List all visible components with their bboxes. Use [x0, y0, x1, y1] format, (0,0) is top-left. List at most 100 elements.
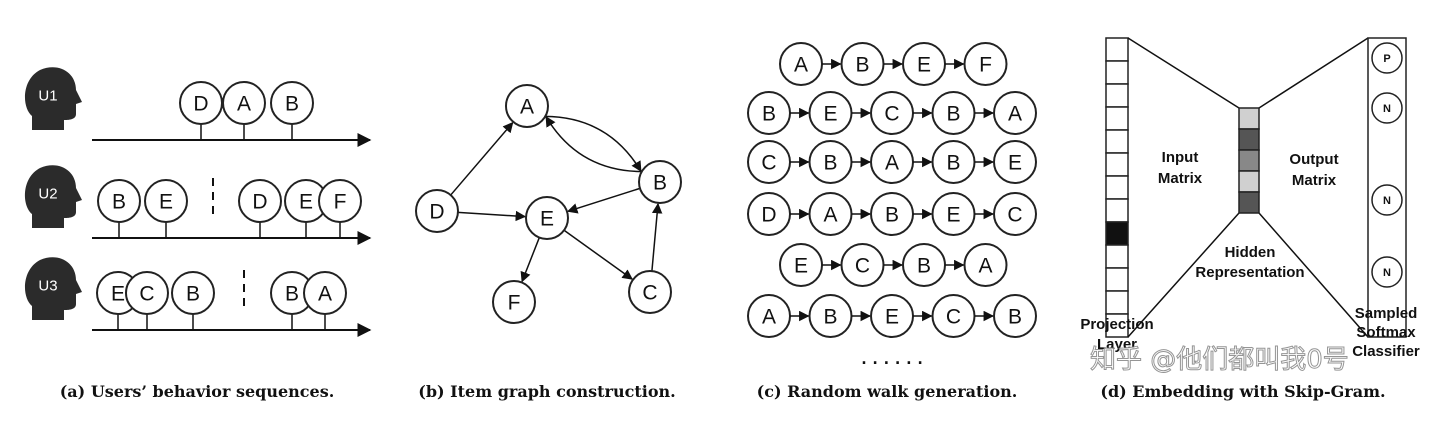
item-bubble-circle: [238, 179, 282, 223]
item-bubble: A: [303, 271, 347, 315]
user-head-icon: U2: [24, 165, 83, 228]
projection-cell: [1105, 313, 1129, 338]
walk-node-circle: [993, 91, 1037, 135]
user-head-shape: [24, 257, 83, 320]
user-head-icon: U3: [24, 257, 83, 320]
walk-node-label: F: [979, 54, 992, 77]
projection-cell: [1105, 290, 1129, 315]
edge-E-C: [563, 229, 633, 280]
item-bubble-circle: [171, 271, 215, 315]
caption-b: (b) Item graph construction.: [418, 382, 675, 401]
panel-skip-gram: PNNNInputMatrixOutputMatrixHiddenReprese…: [1080, 37, 1420, 360]
projection-layer-label: Layer: [1097, 336, 1137, 353]
walk-node-label: B: [946, 152, 960, 175]
walk-node: A: [993, 91, 1037, 135]
edge-A-B: [545, 115, 642, 172]
walk-node-label: A: [794, 54, 808, 77]
softmax-node-circle: [1371, 256, 1403, 288]
output-matrix-label: Matrix: [1292, 172, 1337, 189]
graph-node-A-circle: [505, 84, 549, 128]
hidden-cell: [1238, 107, 1260, 130]
user-label: U2: [38, 186, 57, 203]
item-bubble-circle: [144, 179, 188, 223]
walk-node-label: C: [884, 103, 899, 126]
graph-node-F-circle: [492, 280, 536, 324]
softmax-node: N: [1371, 256, 1403, 288]
walk-node: E: [870, 294, 914, 338]
item-bubble: D: [238, 179, 282, 223]
projection-cell: [1105, 60, 1129, 85]
graph-node-D-label: D: [429, 201, 444, 224]
softmax-node-circle: [1371, 42, 1403, 74]
edge-B-E: [566, 187, 641, 214]
walk-node-label: B: [917, 255, 931, 278]
walk-node: B: [808, 294, 853, 338]
walk-node: B: [808, 140, 853, 184]
softmax-node-label: N: [1383, 103, 1391, 115]
softmax-node: N: [1371, 92, 1403, 124]
softmax-node-label: N: [1383, 267, 1391, 279]
item-bubble-circle: [318, 179, 362, 223]
graph-node-B: B: [638, 160, 682, 204]
walk-node: B: [840, 42, 885, 86]
walk-node-label: C: [946, 306, 961, 329]
projection-cell: [1105, 198, 1129, 223]
walk-node-label: C: [761, 152, 776, 175]
walk-node-label: D: [761, 204, 776, 227]
projection-cell: [1105, 37, 1129, 62]
walk-ellipsis: ......: [860, 340, 927, 370]
item-bubble-circle: [270, 81, 314, 125]
edge-D-A: [450, 121, 514, 196]
item-bubble: E: [144, 179, 188, 223]
graph-node-D: D: [415, 189, 459, 233]
projection-cell: [1105, 129, 1129, 154]
walk-node-label: B: [855, 54, 869, 77]
hidden-cell: [1238, 170, 1260, 193]
projection-cell: [1105, 106, 1129, 131]
hidden-cell: [1238, 191, 1260, 214]
projection-cell: [1105, 244, 1129, 269]
softmax-classifier-label: Softmax: [1356, 324, 1416, 341]
item-bubble-label: B: [285, 283, 299, 306]
walk-node: C: [931, 294, 976, 338]
input-matrix-label: Input: [1162, 149, 1199, 166]
walk-node-label: A: [762, 306, 776, 329]
walk-node-circle: [993, 192, 1037, 236]
user-head-icon: U1: [24, 67, 83, 130]
walk-node: E: [931, 192, 976, 236]
user-head-shape: [24, 67, 83, 130]
item-bubble-label: B: [186, 283, 200, 306]
walk-node: E: [808, 91, 853, 135]
walk-node: B: [931, 91, 976, 135]
graph-node-A: A: [505, 84, 549, 128]
edge-C-B: [651, 202, 663, 272]
walk-node-label: B: [823, 152, 837, 175]
walk-node: D: [747, 192, 791, 236]
watermark-text: 知乎 @他们都叫我0号: [1090, 345, 1349, 375]
walk-node: C: [747, 140, 791, 184]
item-bubble: B: [270, 81, 314, 125]
graph-node-E-label: E: [540, 208, 554, 231]
walk-node: E: [902, 42, 946, 86]
walk-node-label: E: [917, 54, 931, 77]
item-bubble-label: C: [139, 283, 154, 306]
walk-node-label: C: [1007, 204, 1022, 227]
graph-node-B-circle: [638, 160, 682, 204]
item-bubble-label: B: [112, 191, 126, 214]
walk-node: B: [931, 140, 976, 184]
item-bubble: C: [125, 271, 169, 315]
output-matrix-shape: [1258, 37, 1369, 338]
walk-node-label: E: [1008, 152, 1022, 175]
edge-B-A: [545, 116, 642, 173]
walk-node: B: [870, 192, 914, 236]
walk-node-label: C: [855, 255, 870, 278]
walk-node-circle: [963, 243, 1008, 287]
item-bubble-label: A: [318, 283, 332, 306]
item-bubble-circle: [97, 179, 141, 223]
graph-node-F-label: F: [508, 292, 521, 315]
item-bubble-label: D: [193, 93, 208, 116]
item-bubble-label: F: [334, 191, 347, 214]
caption-d: (d) Embedding with Skip-Gram.: [1100, 382, 1385, 401]
